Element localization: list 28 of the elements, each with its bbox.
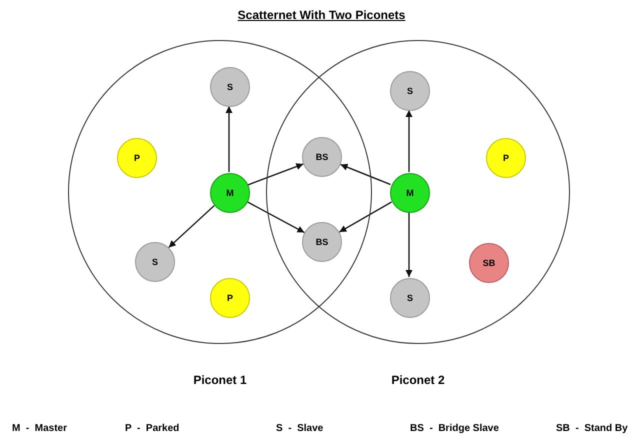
master-node: M (390, 173, 430, 213)
arrow (168, 205, 215, 248)
arrow (339, 201, 392, 233)
arrow (340, 164, 391, 186)
legend-text: S - Slave (276, 423, 324, 434)
slave-node: S (390, 278, 430, 318)
legend-text: P - Parked (125, 423, 180, 434)
arrow (406, 110, 412, 172)
slave-node: S (210, 67, 250, 107)
arrow (248, 163, 304, 186)
arrow (406, 212, 412, 277)
parked-node: P (486, 138, 526, 178)
legend-text: SB - Stand By (556, 423, 628, 434)
piconet-label: Piconet 1 (192, 373, 248, 387)
slave-node: BS (302, 137, 342, 177)
arrow (246, 200, 305, 234)
piconet-label: Piconet 2 (390, 373, 446, 387)
slave-node: S (135, 242, 175, 282)
parked-node: P (210, 278, 250, 318)
arrow (226, 106, 232, 172)
master-node: M (210, 173, 250, 213)
standby-node: SB (469, 243, 509, 283)
legend-text: BS - Bridge Slave (410, 423, 499, 434)
slave-node: S (390, 71, 430, 111)
parked-node: P (117, 138, 157, 178)
diagram-title: Scatternet With Two Piconets (236, 8, 406, 22)
slave-node: BS (302, 222, 342, 262)
legend-text: M - Master (12, 423, 68, 434)
